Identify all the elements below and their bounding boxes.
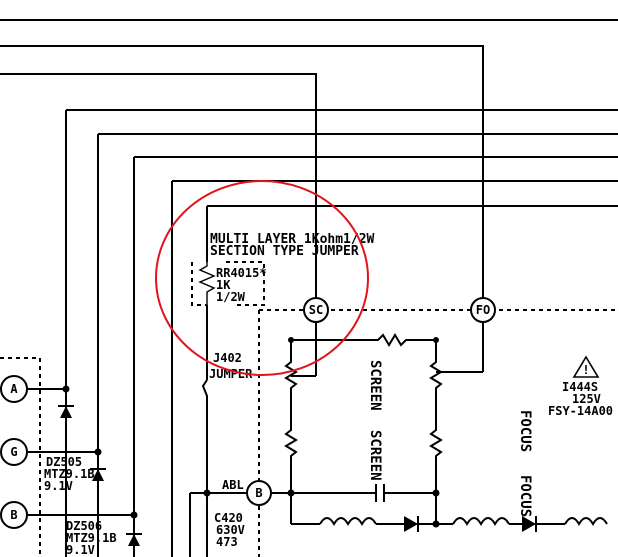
highlight-circle [155, 180, 369, 376]
junction-dots [62, 337, 440, 528]
node-b-mid: B [246, 480, 272, 506]
node-b-left: B [0, 501, 28, 529]
fuse-part: FSY-14A00 [548, 404, 613, 418]
node-b-mid-label: B [255, 486, 262, 500]
abl-label: ABL [222, 478, 244, 492]
node-sc: SC [303, 297, 329, 323]
fuse-ref: I444S [562, 380, 598, 394]
node-a: A [0, 375, 28, 403]
annotation-line-2: SECTION TYPE JUMPER [210, 244, 359, 259]
dz505-voltage: 9.1V [44, 479, 73, 493]
bus-lines [0, 19, 618, 557]
warning-mark: ! [582, 363, 589, 377]
dz506-part: MTZ9.1B [66, 531, 117, 545]
screen-label-2: SCREEN [367, 430, 383, 481]
left-connectors [0, 357, 142, 557]
node-a-label: A [10, 382, 18, 396]
fuse-warning-icon: ! [572, 355, 600, 378]
dz505-ref: DZ505 [46, 455, 82, 469]
rr4015-ref: RR4015* [216, 266, 267, 280]
j402-desc: JUMPER [209, 367, 253, 381]
c420-voltage: 630V [216, 523, 245, 537]
dz506-voltage: 9.1V [66, 543, 95, 557]
labels: MULTI LAYER 1Kohm1/2W SECTION TYPE JUMPE… [44, 232, 613, 557]
fuse-rating: 125V [572, 392, 601, 406]
node-sc-label: SC [309, 303, 323, 317]
rr4015-power: 1/2W [216, 290, 246, 304]
screen-label: SCREEN [367, 360, 383, 411]
rr4015-jumper [191, 261, 265, 380]
node-b-left-label: B [10, 508, 17, 522]
node-fo: FO [470, 297, 496, 323]
j402-jumper [201, 379, 208, 557]
annotation-line-1: MULTI LAYER 1Kohm1/2W [210, 232, 375, 247]
c420-value: 473 [216, 535, 238, 549]
j402-ref: J402 [213, 351, 242, 365]
rr4015-value: 1K [216, 278, 231, 292]
node-g-label: G [10, 445, 17, 459]
node-fo-label: FO [476, 303, 490, 317]
c420-ref: C420 [214, 511, 243, 525]
screen-focus-network [284, 322, 608, 532]
node-g: G [0, 438, 28, 466]
dz505-part: MTZ9.1B [44, 467, 95, 481]
focus-label-2: FOCUS [517, 475, 533, 517]
dz506-ref: DZ506 [66, 519, 102, 533]
focus-label: FOCUS [517, 410, 533, 452]
